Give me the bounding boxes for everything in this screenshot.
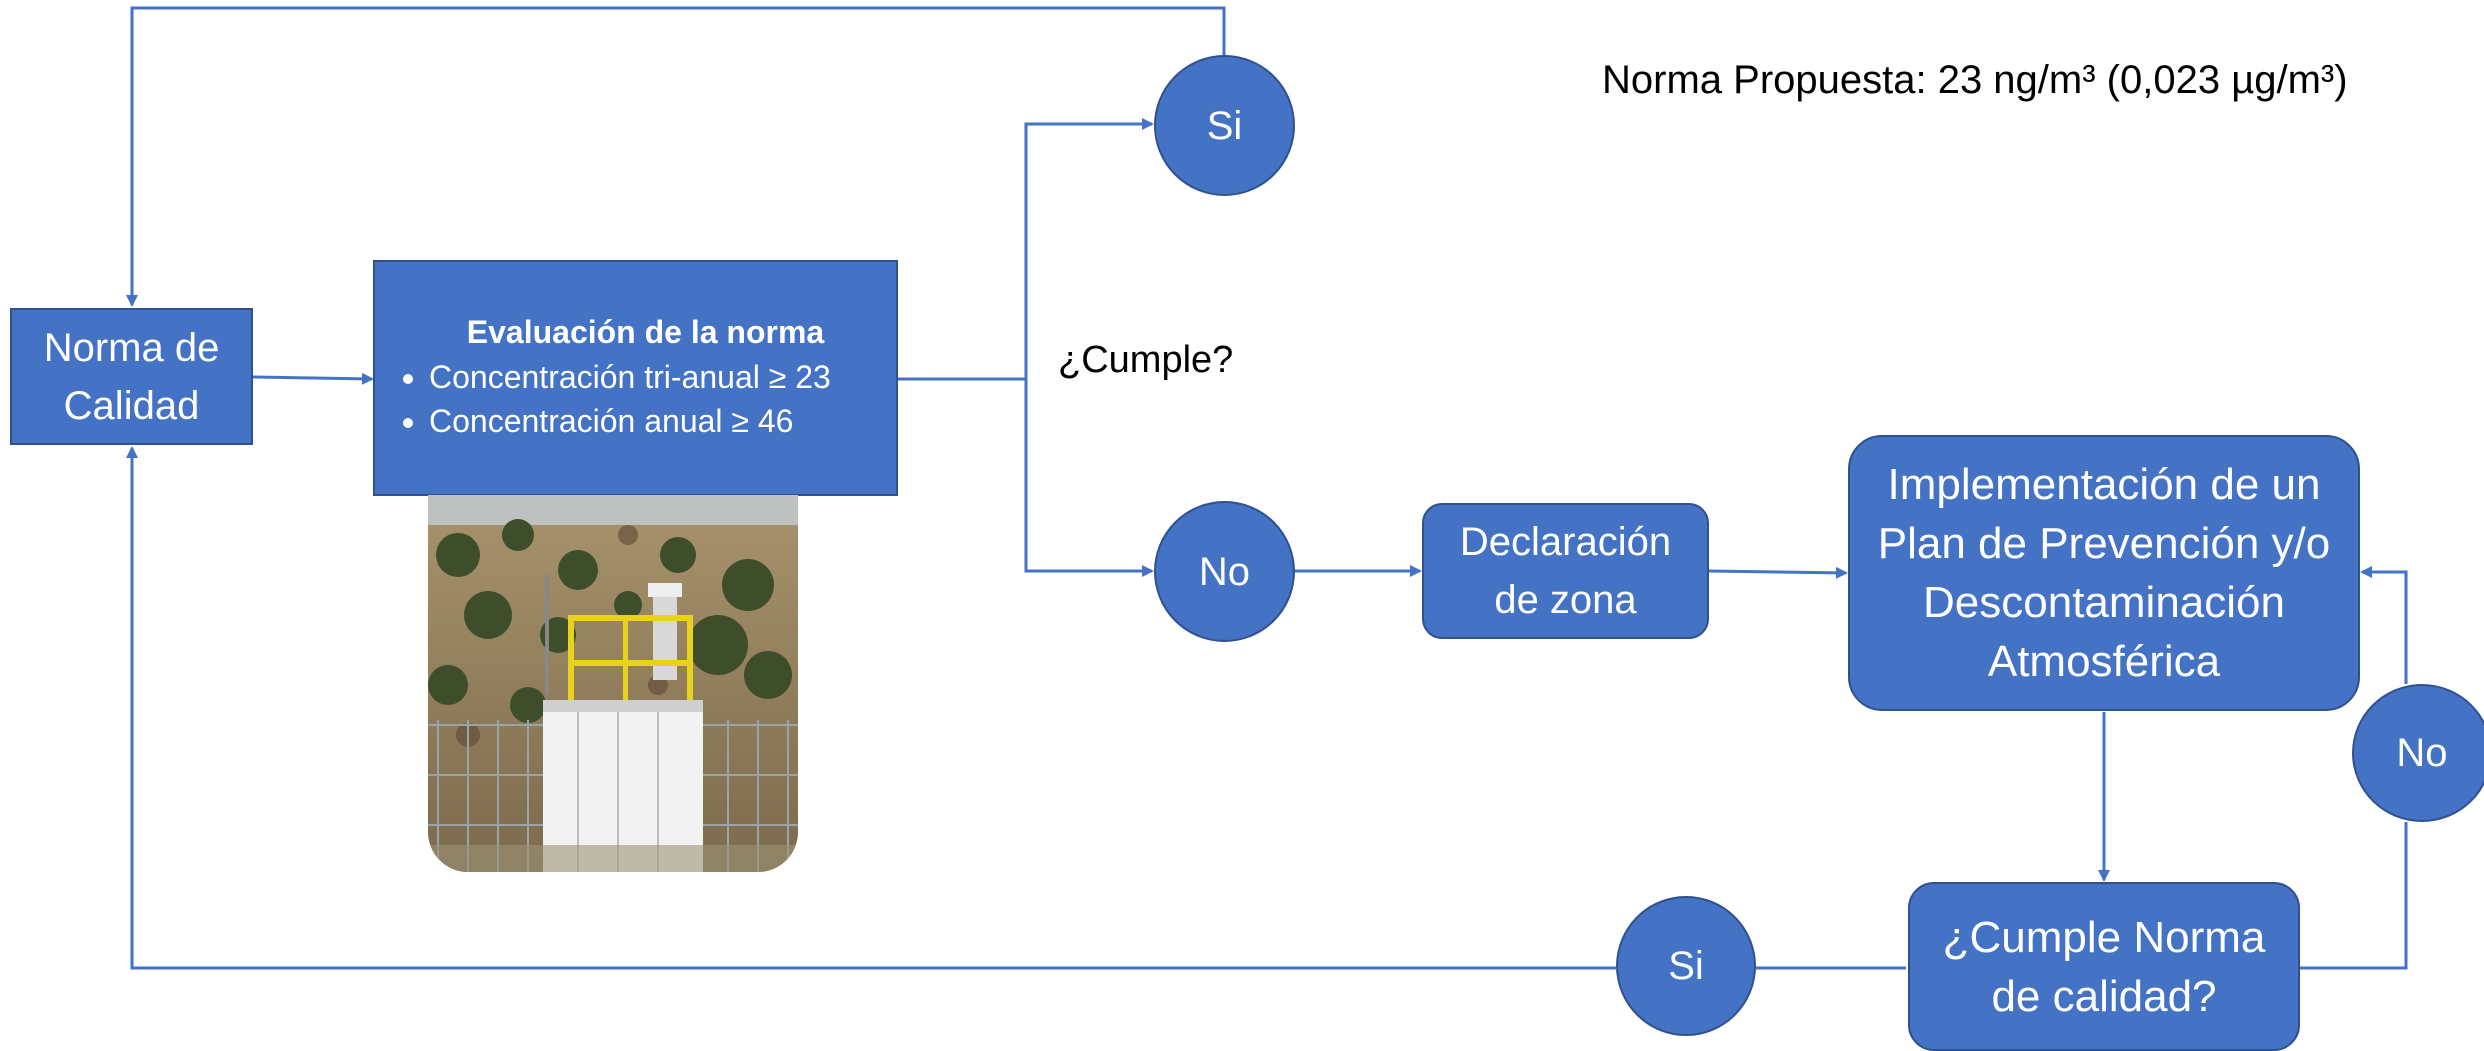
connector-norm-to-evaluation [251, 372, 374, 385]
quality-norm-node: Norma de Calidad [10, 308, 253, 445]
monitoring-station-photo [428, 495, 798, 872]
connector-declaration-to-plan [1708, 566, 1848, 579]
plan-node: Implementación de un Plan de Prevención … [1848, 435, 2360, 711]
plan-label: Implementación de un Plan de Prevención … [1877, 460, 2331, 686]
evaluation-node: Evaluación de la norma Concentración tri… [373, 260, 898, 496]
decision-yes-bottom: Si [1616, 896, 1756, 1036]
evaluation-criterion: Concentración tri-anual ≥ 23 [429, 355, 831, 399]
connector-yes-to-norm-bottom [126, 446, 1616, 970]
monitoring-station-illustration [428, 495, 798, 872]
decision-no-right: No [2352, 684, 2484, 822]
connector-yes-to-norm [126, 6, 1226, 307]
decision-yes-bottom-label: Si [1668, 944, 1704, 988]
evaluation-criteria-list: Concentración tri-anual ≥ 23 Concentraci… [395, 355, 831, 443]
check-quality-label: ¿Cumple Norma de calidad? [1942, 912, 2266, 1021]
zone-declaration-label: Declaración de zona [1459, 520, 1672, 622]
evaluation-criterion: Concentración anual ≥ 46 [429, 399, 831, 443]
decision-question: ¿Cumple? [1058, 339, 1234, 381]
decision-no-right-label: No [2396, 731, 2448, 775]
zone-declaration-node: Declaración de zona [1422, 503, 1709, 639]
decision-yes-top: Si [1154, 55, 1295, 196]
check-quality-node: ¿Cumple Norma de calidad? [1908, 882, 2300, 1051]
connector-no-to-plan [2360, 566, 2408, 684]
decision-yes-top-label: Si [1206, 103, 1243, 148]
quality-norm-label: Norma de Calidad [43, 325, 220, 428]
decision-no-mid: No [1154, 501, 1295, 642]
connector-split-to-no [1024, 379, 1154, 577]
connector-split-to-yes [1024, 118, 1154, 379]
decision-no-mid-label: No [1198, 549, 1251, 594]
connector-check-to-no [2300, 822, 2408, 970]
proposed-norm-note: Norma Propuesta: 23 ng/m³ (0,023 µg/m³) [1602, 58, 2348, 102]
evaluation-title: Evaluación de la norma [466, 313, 825, 350]
